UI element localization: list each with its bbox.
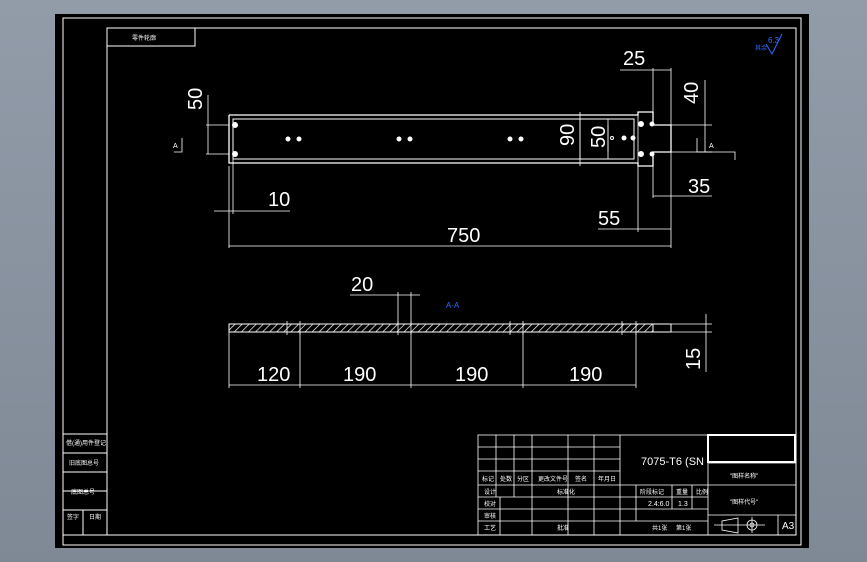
title-cell-text: 零件轮廓 — [132, 34, 156, 42]
dim-right-width-inner: 50 — [588, 126, 610, 148]
svg-text:工艺: 工艺 — [484, 524, 496, 532]
side-strip — [62, 433, 108, 536]
title-block-labels: 标记 处数 分区 更改文件号 签名 年月日 设计 标准化 校对 审核 工艺 批准… — [482, 475, 708, 532]
scale-value: 2.4:6.0 — [648, 501, 670, 508]
svg-text:6.3: 6.3 — [768, 36, 780, 45]
sheet-index: 第1张 — [676, 524, 691, 532]
dim-end-depth: 35 — [688, 176, 710, 198]
svg-text:年月日: 年月日 — [598, 475, 616, 483]
dim-slot-width: 40 — [681, 82, 703, 104]
dim-thickness: 15 — [683, 348, 705, 370]
title-cell — [106, 27, 196, 47]
dimension-lines-plan — [174, 68, 736, 248]
svg-text:标记: 标记 — [482, 475, 494, 483]
dim-overall-length: 750 — [447, 225, 480, 247]
dim-pitch-3: 190 — [455, 364, 488, 386]
svg-text:签名: 签名 — [575, 475, 587, 483]
svg-text:审核: 审核 — [484, 512, 496, 520]
outer-frame — [62, 17, 802, 546]
projection-symbol-icon — [714, 517, 765, 534]
dim-hole-edge-offset: 10 — [268, 189, 290, 211]
hole-center — [610, 136, 614, 140]
title-block — [477, 434, 797, 536]
drawing-code-text: "图样代号" — [730, 498, 758, 506]
drawing-name-box — [707, 434, 796, 463]
svg-text:批准: 批准 — [557, 524, 569, 532]
side-label-1: 借(通)用件登记 — [66, 439, 106, 447]
section-arrow-left-label: A — [173, 143, 178, 150]
mass-value: 1.3 — [678, 501, 688, 508]
svg-text:标准化: 标准化 — [557, 488, 575, 496]
paper — [55, 14, 809, 548]
svg-text:其余: 其余 — [755, 44, 767, 52]
plan-view-holes — [232, 121, 655, 157]
side-label-5: 日期 — [89, 513, 101, 521]
drawing-name-text: "图样名称" — [730, 472, 758, 480]
svg-text:校对: 校对 — [484, 500, 496, 508]
svg-text:更改文件号: 更改文件号 — [538, 475, 568, 483]
side-label-2: 旧底图总号 — [69, 459, 99, 467]
svg-text:设计: 设计 — [484, 488, 496, 496]
dimension-lines-section — [228, 292, 712, 388]
svg-text:重量: 重量 — [676, 488, 688, 496]
svg-text:处数: 处数 — [500, 475, 512, 483]
dim-left-hole-spacing: 50 — [185, 88, 207, 110]
svg-text:分区: 分区 — [517, 475, 529, 483]
sheet-size-label: A3 — [782, 521, 795, 532]
section-label: A-A — [446, 301, 460, 310]
dim-first-pitch: 120 — [257, 364, 290, 386]
svg-text:比例: 比例 — [696, 488, 708, 496]
dim-pitch-2: 190 — [343, 364, 376, 386]
dim-pitch-4: 190 — [569, 364, 602, 386]
dim-right-width-outer: 90 — [557, 124, 579, 146]
material-label: 7075-T6 (SN — [641, 456, 704, 468]
side-label-4: 签字 — [67, 513, 79, 521]
surface-finish-symbol: 其余 6.3 — [755, 33, 783, 56]
side-label-3: 底图总号 — [71, 488, 95, 496]
inner-frame — [106, 27, 797, 536]
svg-text:阶段标记: 阶段标记 — [640, 488, 664, 496]
sheet-count: 共1张 — [652, 524, 667, 532]
dim-right-end-offset: 25 — [623, 48, 645, 70]
dim-slot-size: 20 — [351, 274, 373, 296]
dim-end-length: 55 — [598, 208, 620, 230]
section-arrow-right-label: A — [709, 143, 714, 150]
